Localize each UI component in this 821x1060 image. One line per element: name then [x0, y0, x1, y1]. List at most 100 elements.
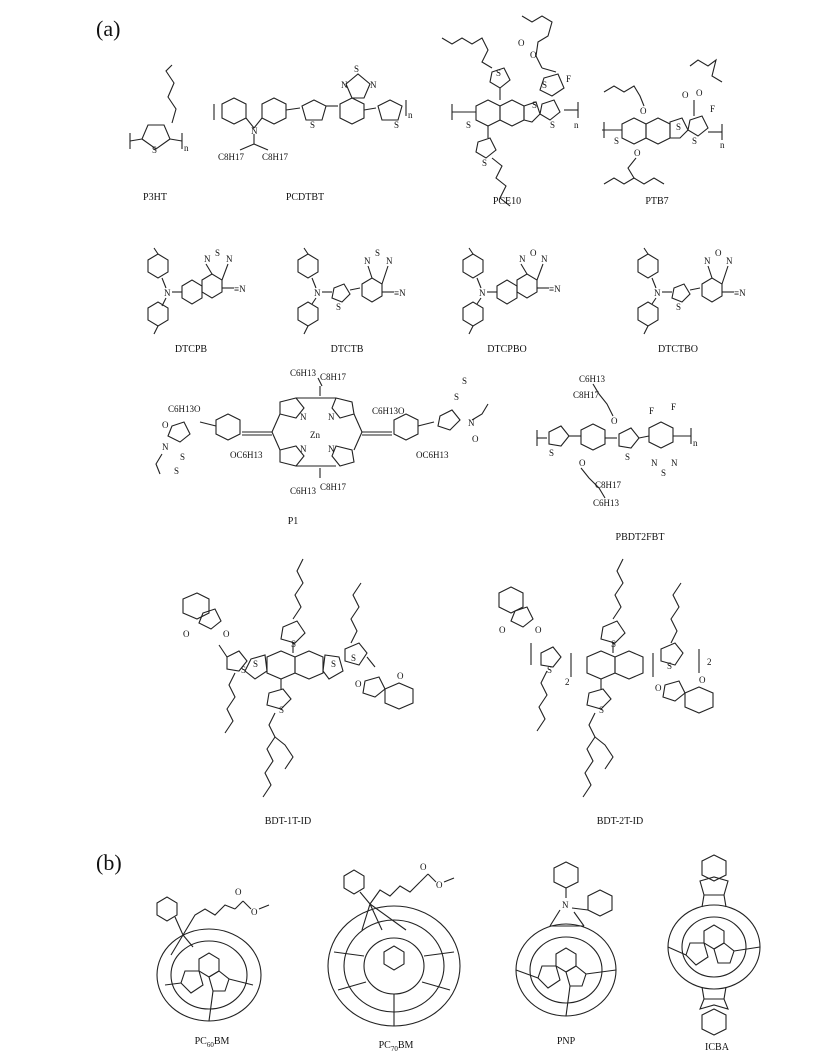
atom-label: S [351, 653, 356, 663]
pc70bm-structure: O O [327, 862, 461, 1027]
atom-label: n [574, 120, 579, 130]
atom-label: C8H17 [573, 390, 600, 400]
atom-label: C6H13O [168, 404, 201, 414]
atom-label: O [682, 90, 689, 100]
atom-label: S [336, 302, 341, 312]
atom-label: ≡N [394, 288, 406, 298]
atom-label: N [386, 256, 393, 266]
label-dtcpbo: DTCPBO [487, 344, 527, 355]
dtctbo-structure: N S N O N ≡N [637, 247, 746, 335]
atom-label: O [162, 420, 169, 430]
atom-label: N [651, 458, 658, 468]
atom-label: Zn [310, 430, 320, 440]
atom-label: O [634, 148, 641, 158]
atom-label: S [310, 120, 315, 130]
atom-label: S [547, 665, 552, 675]
pc60bm-structure: O O [156, 887, 270, 1022]
atom-label: O [397, 671, 404, 681]
atom-label: n [693, 438, 698, 448]
label-bdt-2t-id: BDT-2T-ID [596, 816, 644, 827]
atom-label: O [518, 38, 525, 48]
atom-label: N [671, 458, 678, 468]
atom-label: O [530, 248, 537, 258]
atom-label: C6H13 [593, 498, 620, 508]
atom-label: O [655, 683, 662, 693]
label-pc70bm: PC70BM [378, 1040, 414, 1053]
atom-label: C8H17 [218, 152, 245, 162]
atom-label: C6H13 [290, 486, 317, 496]
pbdt2fbt-structure: C6H13 C8H17 O S S F F n N S N O C8H17 C6… [536, 374, 698, 508]
atom-label: n [408, 110, 413, 120]
atom-label: S [625, 452, 630, 462]
bdt-1t-id-structure: O O O O S S S S S S [182, 558, 414, 798]
atom-label: S [542, 80, 547, 90]
atom-label: n [720, 140, 725, 150]
atom-label: 2 [565, 677, 570, 687]
atom-label: S [661, 468, 666, 478]
atom-label: N [562, 900, 569, 910]
panel-label-b: (b) [96, 850, 122, 875]
atom-label: S [599, 705, 604, 715]
atom-label: F [566, 74, 571, 84]
atom-label: O [579, 458, 586, 468]
atom-label: ≡N [549, 284, 561, 294]
atom-label: S [482, 158, 487, 168]
atom-label: N [541, 254, 548, 264]
atom-label: ≡N [234, 284, 246, 294]
atom-label: S [454, 392, 459, 402]
atom-label: S [676, 122, 681, 132]
atom-label: N [251, 126, 258, 136]
atom-label: S [667, 661, 672, 671]
label-p1: P1 [287, 516, 299, 527]
atom-label: S [394, 120, 399, 130]
atom-label: O [699, 675, 706, 685]
atom-label: N [328, 412, 335, 422]
atom-label: F [649, 406, 654, 416]
atom-label: O [640, 106, 647, 116]
p3ht-sulfur: S [152, 145, 157, 155]
atom-label: N [704, 256, 711, 266]
label-dtcpb: DTCPB [174, 344, 208, 355]
atom-label: S [354, 64, 359, 74]
atom-label: O [696, 88, 703, 98]
atom-label: N [162, 442, 169, 452]
label-icba: ICBA [705, 1042, 729, 1053]
atom-label: C6H13 [290, 368, 317, 378]
atom-label: ≡N [734, 288, 746, 298]
dtcpb-structure: N N S N ≡N [147, 247, 246, 335]
bdt-2t-id-structure: 2 2 O O O O S S S S [498, 558, 714, 798]
pnp-structure: N [515, 861, 617, 1017]
atom-label: O [355, 679, 362, 689]
atom-label: O [223, 629, 230, 639]
atom-label: N [726, 256, 733, 266]
atom-label: C8H17 [320, 482, 347, 492]
p1-structure: C6H13 C8H17 N N N N Zn C6H13 C8H17 C6H13… [155, 368, 489, 496]
atom-label: O [611, 416, 618, 426]
atom-label: S [331, 659, 336, 669]
atom-label: S [462, 376, 467, 386]
atom-label: N [364, 256, 371, 266]
label-pc60bm: PC60BM [194, 1036, 230, 1049]
atom-label: N [300, 444, 307, 454]
atom-label: S [676, 302, 681, 312]
panel-label-a: (a) [96, 16, 121, 41]
atom-label: O [472, 434, 479, 444]
atom-label: S [532, 100, 537, 110]
atom-label: C6H13 [579, 374, 606, 384]
p3ht-structure: S n [129, 64, 189, 155]
label-p3ht: P3HT [143, 192, 167, 203]
atom-label: S [215, 248, 220, 258]
atom-label: S [174, 466, 179, 476]
atom-label: N [654, 288, 661, 298]
atom-label: C8H17 [262, 152, 289, 162]
p3ht-n: n [184, 143, 189, 153]
atom-label: N [479, 288, 486, 298]
atom-label: C8H17 [320, 372, 347, 382]
atom-label: O [251, 907, 258, 917]
atom-label: O [183, 629, 190, 639]
atom-label: O [420, 862, 427, 872]
atom-label: O [530, 50, 537, 60]
label-pbdt2fbt: PBDT2FBT [615, 532, 665, 543]
label-dtctbo: DTCTBO [658, 344, 698, 355]
label-pnp: PNP [556, 1036, 576, 1047]
